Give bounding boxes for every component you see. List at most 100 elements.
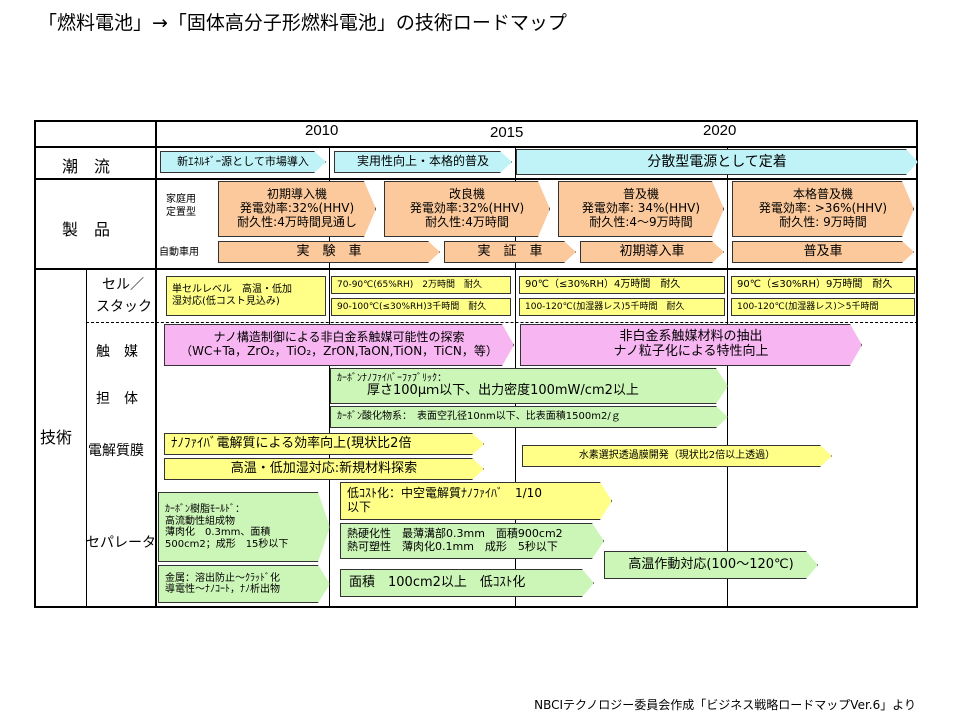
product-car-demo: 実 証 車 — [444, 241, 576, 263]
year-2020-line — [727, 146, 728, 608]
separator-arrow-carbon-resin: ｶｰﾎﾞﾝ樹脂ﾓｰﾙﾄﾞ： 高流動性組成物 薄肉化 0.3mm、面積 500cm… — [158, 492, 330, 562]
trend-arrow-distributed: 分散型電源として定着 — [516, 149, 918, 175]
product-home-full-efficiency: 発電効率: >36%(HHV) — [758, 201, 888, 216]
trend-arrow-market-entry: 新ｴﾈﾙｷﾞｰ源として市場導入 — [160, 151, 326, 173]
sublabel-home-line1: 家庭用 — [166, 194, 196, 205]
sublabel-support: 担 体 — [96, 391, 138, 407]
cell-r2-2020-text: 100-120℃(加湿器レス)＞5千時間 — [737, 301, 879, 312]
separator-arrow-metal: 金属：溶出防止～ｸﾗｯﾄﾞ化 導電性～ﾅﾉｺｰﾄ，ﾅﾉ析出物 — [158, 565, 330, 603]
product-car-experimental-text: 実 験 車 — [296, 243, 362, 259]
source-note: NBCIテクノロジー委員会作成「ビジネス戦略ロードマップVer.6」より — [534, 698, 916, 712]
cell-r2-2015: 100-120℃(加湿器レス)5千時間 耐久 — [519, 298, 725, 316]
cell-single-level: 単セルレベル 高温・低加 湿対応(低コスト見込み) — [166, 276, 326, 316]
support-arrow-fabric: ｶｰﾎﾞﾝﾅﾉﾌｧｲﾊﾞｰﾌｧﾌﾞﾘｯｸ： 厚さ100μｍ以下、出力密度100m… — [330, 368, 728, 404]
product-home-initial: 初期導入機 発電効率:32%(HHV) 耐久性:4万時間見通し — [218, 181, 376, 237]
support-arrow-fabric-line1: ｶｰﾎﾞﾝﾅﾉﾌｧｲﾊﾞｰﾌｧﾌﾞﾘｯｸ： — [337, 372, 447, 384]
catalyst-arrow-exploration-line1: ナノ構造制御による非白金系触媒可能性の探索 — [213, 330, 465, 345]
product-home-full-name: 本格普及機 — [792, 187, 853, 202]
year-2010: 2010 — [305, 122, 339, 139]
product-home-improved-durability: 耐久性:4万時間 — [425, 214, 509, 229]
electrolyte-arrow-new-material-text: 高温・低加湿対応:新規材料探索 — [230, 460, 418, 476]
separator-arrow-area: 面積 100cm2以上 低ｺｽﾄ化 — [340, 569, 594, 597]
header-divider — [34, 146, 918, 148]
cell-r1-2015: 90℃（≤30%RH）4万時間 耐久 — [519, 276, 725, 294]
sublabel-cell-line2: スタック — [96, 299, 152, 315]
cell-r1-2020: 90℃（≤30%RH）9万時間 耐久 — [731, 276, 915, 294]
separator-low-cost-line1: 低ｺｽﾄ化：中空電解質ﾅﾉﾌｧｲﾊﾞ 1/10 — [347, 486, 542, 501]
separator-low-cost-line2: 以下 — [347, 500, 372, 514]
cell-single-level-line2: 湿対応(低コスト見込み) — [172, 296, 280, 307]
separator-arrow-high-temp: 高温作動対応(100～120℃) — [604, 551, 818, 579]
product-home-initial-durability: 耐久性:4万時間見通し — [237, 214, 357, 229]
product-car-popular: 普及車 — [732, 241, 914, 263]
sublabel-home-line2: 定置型 — [166, 207, 196, 218]
catalyst-arrow-exploration: ナノ構造制御による非白金系触媒可能性の探索 （WC+Ta，ZrO₂，TiO₂，Z… — [164, 324, 514, 366]
electrolyte-arrow-hydrogen: 水素選択透過膜開発（現状比2倍以上透過） — [522, 445, 832, 467]
separator-carbon-resin-line3: 薄肉化 0.3mm、面積 — [165, 527, 271, 538]
year-2020: 2020 — [703, 122, 737, 139]
separator-carbon-resin-line1: ｶｰﾎﾞﾝ樹脂ﾓｰﾙﾄﾞ： — [165, 504, 245, 515]
electrolyte-arrow-new-material: 高温・低加湿対応:新規材料探索 — [164, 458, 484, 480]
product-divider — [34, 268, 918, 270]
catalyst-arrow-extraction-line1: 非白金系触媒材料の抽出 — [619, 329, 763, 345]
sublabel-cell: セル／ スタック — [96, 274, 152, 318]
sublabel-electrolyte: 電解質膜 — [88, 443, 144, 459]
product-home-popular: 普及機 発電効率: 34%(HHV) 耐久性:4～9万時間 — [558, 181, 724, 237]
trend-divider — [34, 178, 918, 180]
product-home-full-durability: 耐久性: 9万時間 — [779, 214, 867, 229]
trend-arrow-distributed-text: 分散型電源として定着 — [647, 153, 787, 170]
support-arrow-fabric-line2: 厚さ100μｍ以下、出力密度100mW/cm2以上 — [367, 383, 639, 399]
electrolyte-arrow-nanofiber-text: ﾅﾉﾌｧｲﾊﾞ電解質による効率向上(現状比2倍 — [171, 435, 412, 451]
cell-r2-2015-text: 100-120℃(加湿器レス)5千時間 耐久 — [525, 301, 685, 312]
product-car-initial-text: 初期導入車 — [619, 243, 685, 259]
cell-r2-2020: 100-120℃(加湿器レス)＞5千時間 — [731, 298, 915, 316]
product-home-improved-efficiency: 発電効率:32%(HHV) — [409, 201, 525, 216]
separator-arrow-thermoset: 熱硬化性 最薄溝部0.3mm 面積900cm2 熱可塑性 薄肉化0.1mm 成形… — [340, 523, 604, 559]
product-car-initial: 初期導入車 — [580, 241, 724, 263]
cell-r2-2010-text: 90-100℃(≤30%RH)3千時間 耐久 — [337, 301, 487, 312]
separator-area-text: 面積 100cm2以上 低ｺｽﾄ化 — [349, 574, 526, 590]
product-car-popular-text: 普及車 — [803, 243, 843, 259]
catalyst-arrow-extraction: 非白金系触媒材料の抽出 ナノ粒子化による特性向上 — [520, 324, 862, 366]
product-home-full: 本格普及機 発電効率: >36%(HHV) 耐久性: 9万時間 — [732, 181, 914, 237]
support-arrow-oxide: ｶｰﾎﾞﾝ酸化物系： 表面空孔径10nm以下、比表面積1500m2/ｇ — [330, 406, 728, 428]
catalyst-arrow-exploration-line2: （WC+Ta，ZrO₂，TiO₂，ZrON,TaON,TiON，TiCN，等） — [180, 344, 498, 358]
trend-arrow-practical: 実用性向上・本格的普及 — [334, 151, 512, 173]
year-2010-line — [329, 146, 330, 608]
product-home-popular-efficiency: 発電効率: 34%(HHV) — [581, 201, 701, 216]
cell-r1-2010-text: 70-90℃(65%RH) 2万時間 耐久 — [337, 279, 483, 290]
support-arrow-oxide-text: ｶｰﾎﾞﾝ酸化物系： 表面空孔径10nm以下、比表面積1500m2/ｇ — [337, 411, 621, 423]
trend-arrow-market-entry-text: 新ｴﾈﾙｷﾞｰ源として市場導入 — [177, 154, 309, 168]
trend-arrow-practical-text: 実用性向上・本格的普及 — [356, 154, 489, 169]
label-column-divider — [155, 120, 157, 608]
sublabel-separator: セパレータ — [86, 535, 156, 551]
product-home-popular-durability: 耐久性:4～9万時間 — [589, 214, 693, 229]
separator-metal-line2: 導電性～ﾅﾉｺｰﾄ，ﾅﾉ析出物 — [165, 584, 280, 595]
product-home-popular-name: 普及機 — [622, 187, 659, 202]
product-car-experimental: 実 験 車 — [218, 241, 440, 263]
separator-arrow-low-cost: 低ｺｽﾄ化：中空電解質ﾅﾉﾌｧｲﾊﾞ 1/10 以下 — [340, 482, 612, 520]
sublabel-catalyst: 触 媒 — [96, 344, 138, 360]
sublabel-car: 自動車用 — [159, 247, 199, 258]
product-car-demo-text: 実 証 車 — [477, 243, 543, 259]
cell-single-level-line1: 単セルレベル 高温・低加 — [172, 284, 292, 295]
separator-thermoset-line2: 熱可塑性 薄肉化0.1mm 成形 5秒以下 — [347, 540, 558, 553]
cell-r1-2010: 70-90℃(65%RH) 2万時間 耐久 — [331, 276, 511, 294]
cell-r2-2010: 90-100℃(≤30%RH)3千時間 耐久 — [331, 298, 511, 316]
sublabel-home: 家庭用 定置型 — [166, 193, 196, 219]
sublabel-cell-line1: セル／ — [102, 277, 144, 293]
cell-divider — [86, 322, 918, 323]
catalyst-arrow-extraction-line2: ナノ粒子化による特性向上 — [613, 344, 769, 359]
product-home-improved-name: 改良機 — [448, 187, 485, 202]
cell-r1-2020-text: 90℃（≤30%RH）9万時間 耐久 — [737, 279, 893, 290]
separator-high-temp-text: 高温作動対応(100～120℃) — [628, 556, 794, 572]
row-label-trend: 潮 流 — [62, 157, 111, 176]
tech-subcolumn-divider — [86, 270, 87, 607]
separator-carbon-resin-line4: 500cm2；成形 15秒以下 — [165, 538, 289, 550]
cell-r1-2015-text: 90℃（≤30%RH）4万時間 耐久 — [525, 279, 681, 290]
product-home-initial-name: 初期導入機 — [266, 187, 327, 202]
year-2015: 2015 — [490, 124, 524, 141]
electrolyte-arrow-nanofiber: ﾅﾉﾌｧｲﾊﾞ電解質による効率向上(現状比2倍 — [164, 433, 484, 455]
separator-thermoset-line1: 熱硬化性 最薄溝部0.3mm 面積900cm2 — [347, 527, 563, 541]
separator-metal-line1: 金属：溶出防止～ｸﾗｯﾄﾞ化 — [165, 572, 280, 584]
